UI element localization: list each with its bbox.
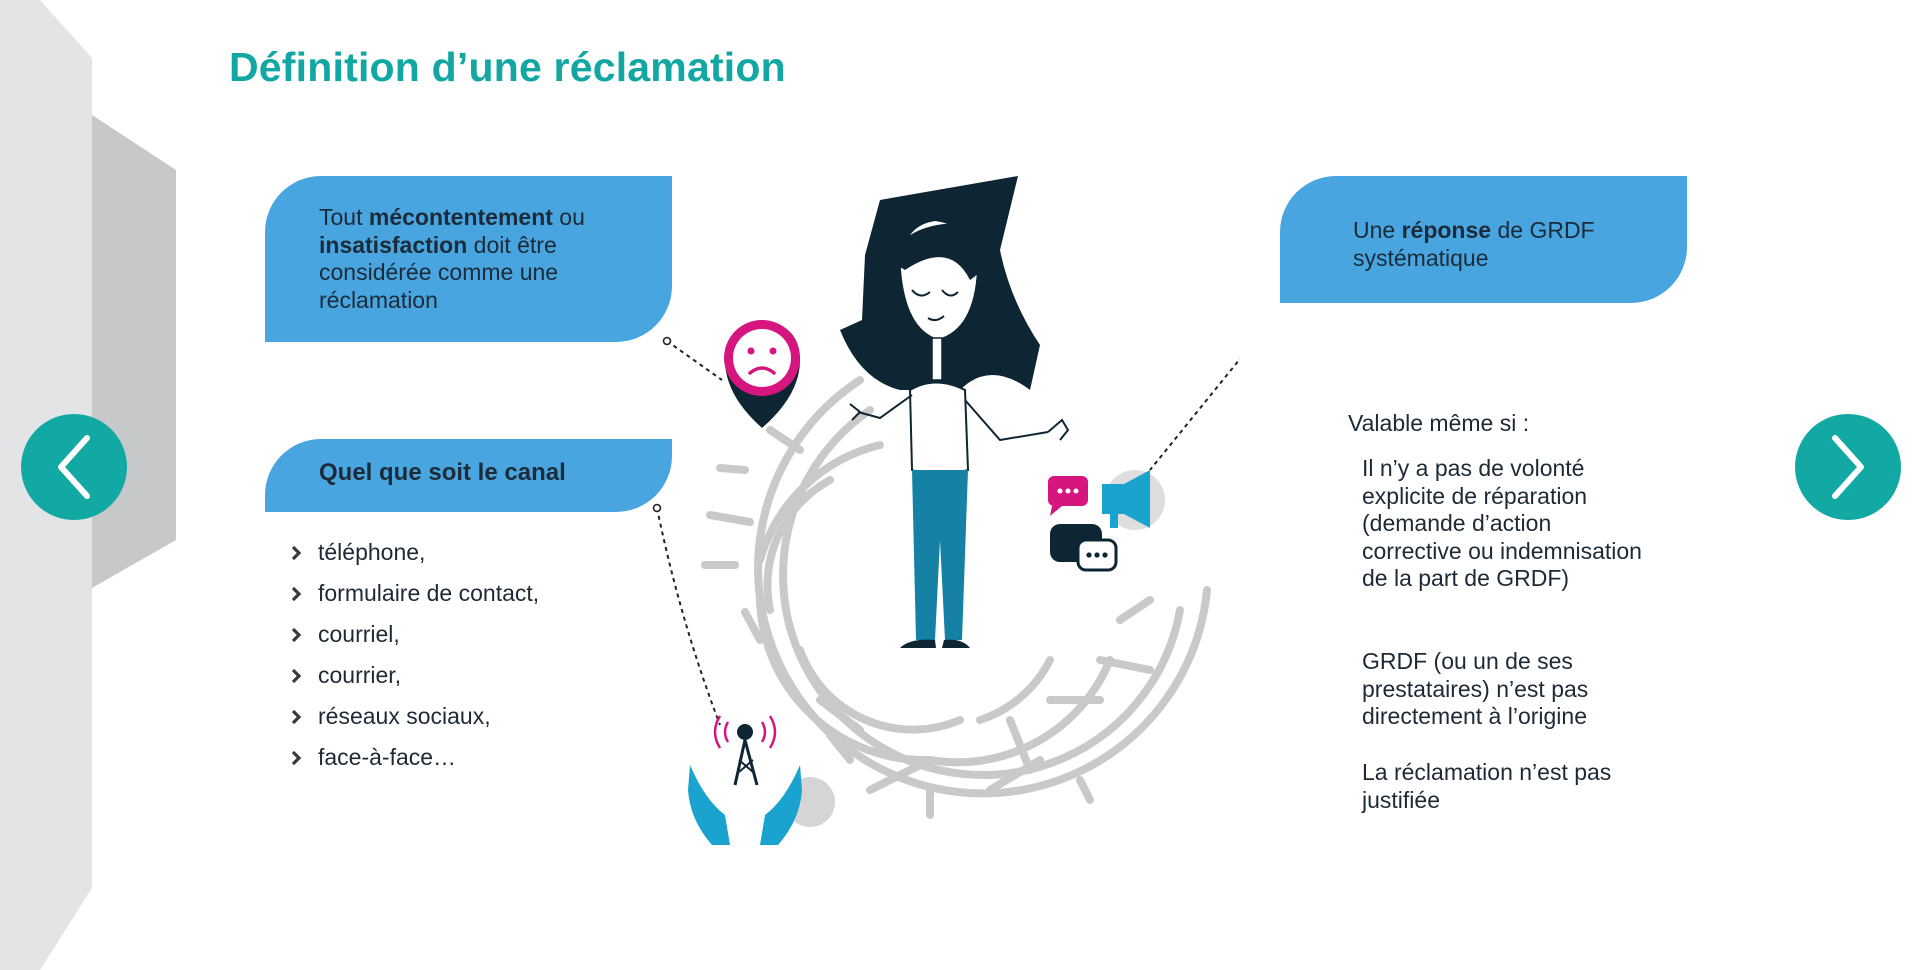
chevron-right-icon xyxy=(290,545,318,561)
channel-label: formulaire de contact, xyxy=(318,580,540,606)
conditions-heading: Valable même si : xyxy=(1348,410,1530,436)
next-button[interactable] xyxy=(1795,414,1901,520)
channel-list: téléphone, formulaire de contact, courri… xyxy=(290,532,539,778)
chevron-right-icon xyxy=(290,586,318,602)
chevron-right-icon xyxy=(290,668,318,684)
chevron-right-icon xyxy=(290,709,318,725)
response-card: Une réponse de GRDF systématique xyxy=(1280,176,1687,303)
connector-lines xyxy=(656,340,1240,726)
condition-item: La réclamation n’est pas justifiée xyxy=(1362,759,1612,813)
list-item: face-à-face… xyxy=(290,737,539,778)
channel-label: réseaux sociaux, xyxy=(318,703,491,729)
channel-label: courrier, xyxy=(318,662,402,688)
woman-character xyxy=(840,176,1070,648)
dissatisfaction-text-1: Tout xyxy=(319,204,369,230)
channel-card: Quel que soit le canal xyxy=(265,439,672,512)
central-illustration xyxy=(652,176,1240,845)
maze xyxy=(701,376,1211,819)
condition-item: Il n’y a pas de volonté explicite de rép… xyxy=(1362,455,1642,591)
list-item: téléphone, xyxy=(290,532,539,573)
dissatisfaction-text-3: doit être considérée comme une réclamati… xyxy=(319,231,559,313)
sad-face-pin-icon xyxy=(724,320,800,428)
condition-item: GRDF (ou un de ses prestataires) n’est p… xyxy=(1362,648,1589,729)
channel-label: courriel, xyxy=(318,621,400,647)
response-bold-1: réponse xyxy=(1401,217,1492,243)
chevron-right-icon xyxy=(290,750,318,766)
antenna-hands-icon xyxy=(688,715,802,845)
previous-button[interactable] xyxy=(21,414,127,520)
dissatisfaction-card: Tout mécontentement ou insatisfaction do… xyxy=(265,176,672,342)
response-text-1: Une xyxy=(1353,217,1402,243)
megaphone-chat-icon xyxy=(1048,470,1150,572)
chevron-left-icon xyxy=(58,435,90,499)
list-item: courriel, xyxy=(290,614,539,655)
page-title: Définition d’une réclamation xyxy=(229,44,786,90)
list-item: formulaire de contact, xyxy=(290,573,539,614)
channel-label: téléphone, xyxy=(318,539,426,565)
dissatisfaction-bold-1: mécontentement xyxy=(368,204,553,230)
response-text-2: de GRDF systématique xyxy=(1353,217,1595,271)
chevron-right-icon xyxy=(290,627,318,643)
dissatisfaction-bold-2: insatisfaction xyxy=(319,231,468,258)
channel-label: face-à-face… xyxy=(318,744,457,770)
chevron-right-icon xyxy=(1832,435,1864,499)
list-item: courrier, xyxy=(290,655,539,696)
dissatisfaction-text-2: ou xyxy=(552,204,585,230)
list-item: réseaux sociaux, xyxy=(290,696,539,737)
